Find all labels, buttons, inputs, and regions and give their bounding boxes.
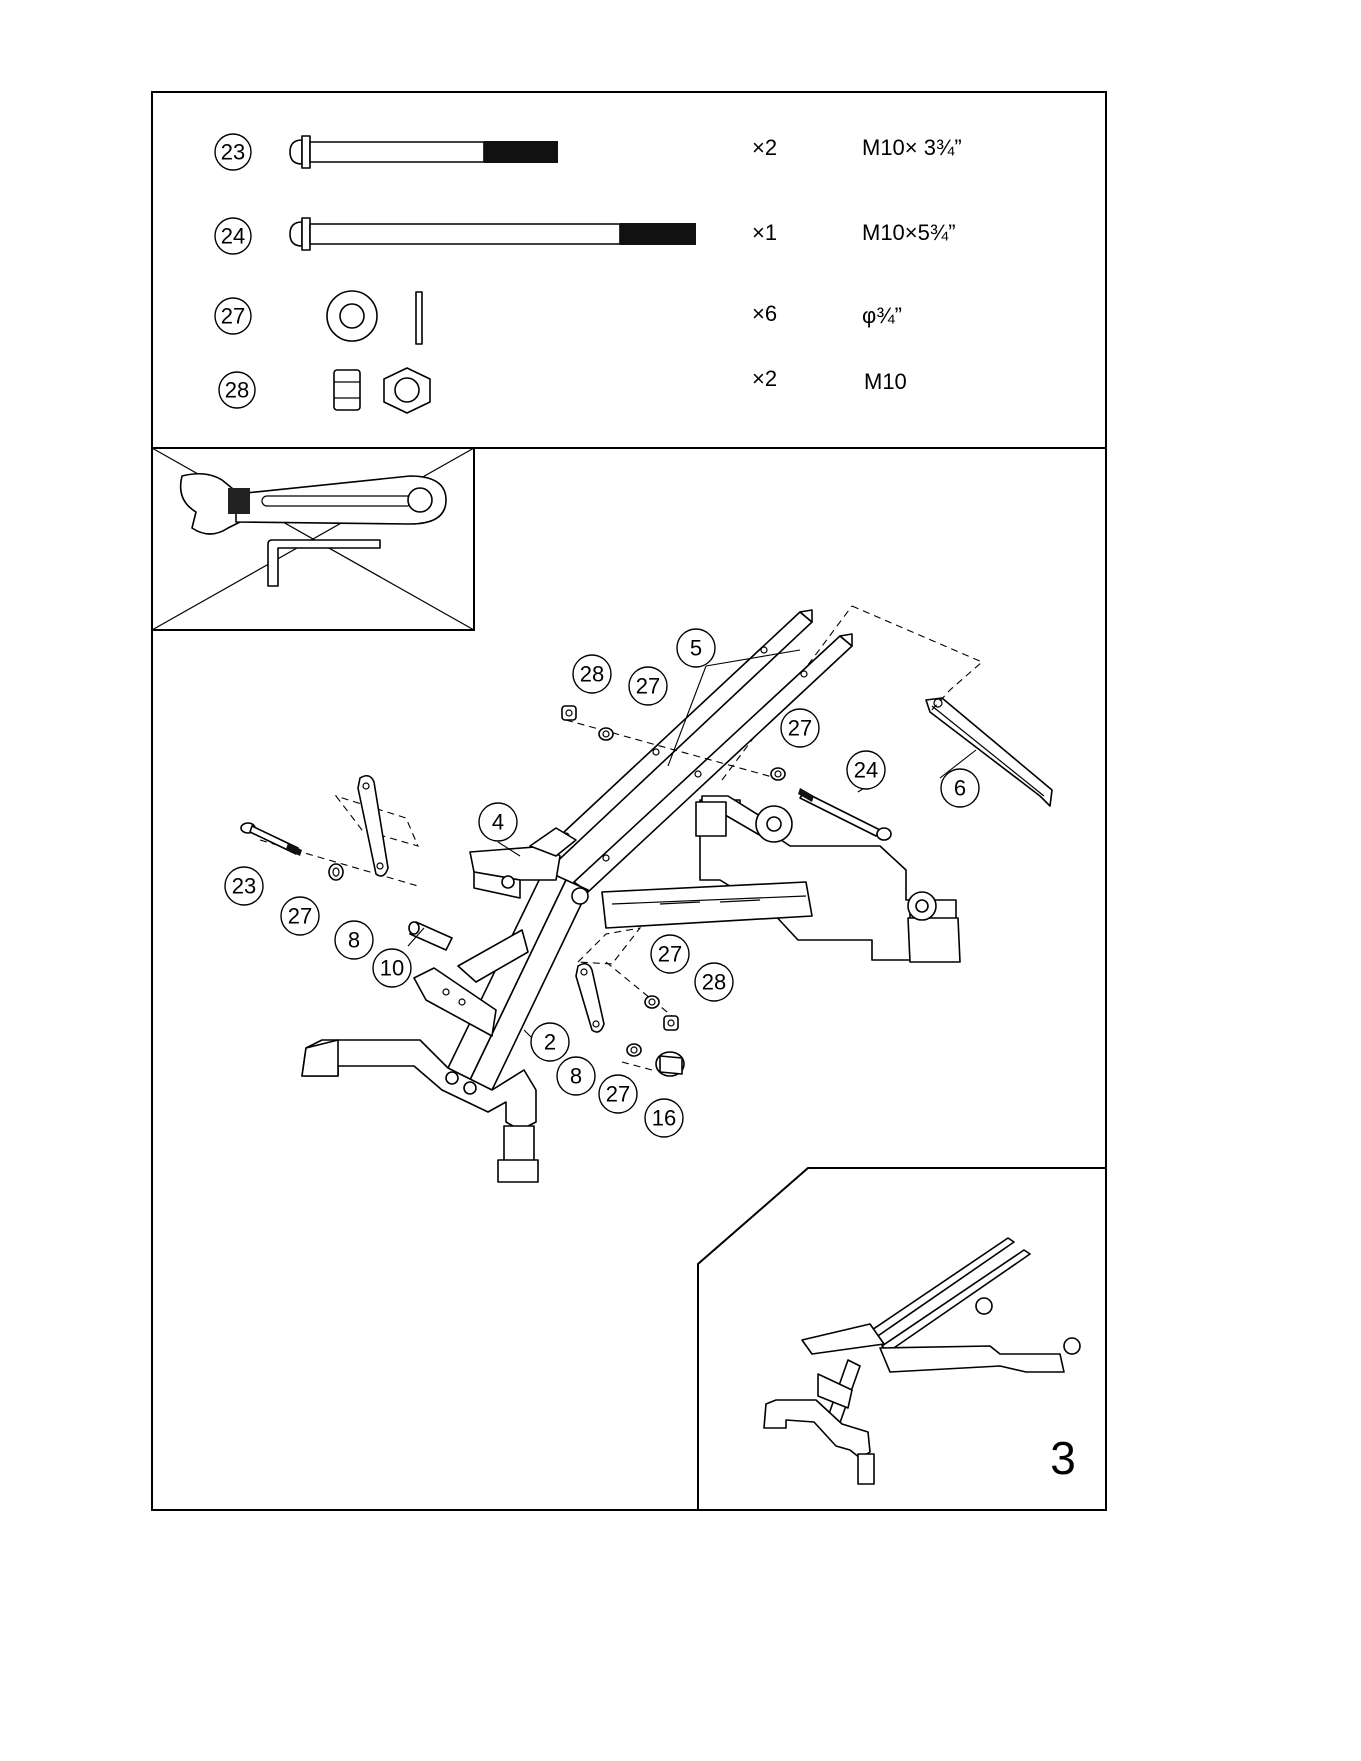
callout-28: 28 (695, 963, 733, 1001)
svg-text:27: 27 (658, 942, 682, 967)
part-number-badge: 28 (219, 372, 255, 408)
adjustable-wrench-icon (181, 474, 446, 534)
svg-text:8: 8 (570, 1064, 582, 1089)
svg-text:27: 27 (606, 1082, 630, 1107)
washer-part (645, 996, 659, 1008)
size: M10×5¾” (862, 220, 956, 245)
callout-5: 5 (677, 629, 715, 667)
nut-part (664, 1016, 678, 1030)
hardware-row: 27 ×6 φ¾” (215, 291, 902, 344)
quantity: ×1 (752, 220, 777, 245)
tools-box (152, 448, 474, 630)
callout-27: 27 (281, 897, 319, 935)
svg-text:2: 2 (544, 1030, 556, 1055)
svg-text:24: 24 (854, 758, 878, 783)
washer-part (627, 1044, 641, 1056)
svg-text:27: 27 (288, 904, 312, 929)
hardware-row: 23 ×2 M10× 3¾” (215, 134, 962, 170)
svg-text:28: 28 (702, 970, 726, 995)
assembled-inset: 3 (698, 1168, 1106, 1510)
washer-icon (327, 291, 422, 344)
pin-part (409, 922, 452, 950)
size: M10× 3¾” (862, 135, 962, 160)
part-number: 27 (221, 304, 245, 329)
hardware-row: 28 ×2 M10 (219, 366, 907, 413)
callout-27: 27 (629, 667, 667, 705)
svg-text:6: 6 (954, 776, 966, 801)
part-number: 28 (225, 378, 249, 403)
callout-8: 8 (335, 921, 373, 959)
link-plate-part (358, 776, 388, 876)
part-number-badge: 23 (215, 134, 251, 170)
part-number: 24 (221, 224, 245, 249)
assembled-bench-thumbnail (764, 1238, 1080, 1484)
svg-text:27: 27 (788, 716, 812, 741)
size: φ¾” (862, 303, 902, 328)
washer-part (329, 864, 343, 880)
part-number: 23 (221, 140, 245, 165)
svg-text:8: 8 (348, 928, 360, 953)
nut-icon (334, 368, 430, 413)
link-plate-part (576, 964, 604, 1032)
allen-key-icon (268, 540, 380, 586)
exploded-view: 28 27 5 27 24 6 4 23 27 8 10 27 28 2 8 2… (225, 606, 1052, 1182)
size: M10 (864, 369, 907, 394)
callout-24: 24 (847, 751, 885, 789)
callout-2: 2 (531, 1023, 569, 1061)
knob-part (656, 1052, 684, 1076)
quantity: ×2 (752, 366, 777, 391)
callout-4: 4 (479, 803, 517, 841)
callout-10: 10 (373, 949, 411, 987)
svg-text:28: 28 (580, 662, 604, 687)
hardware-list: 23 ×2 M10× 3¾” 24 ×1 M1 (215, 134, 962, 413)
quantity: ×6 (752, 301, 777, 326)
part-number-badge: 27 (215, 298, 251, 334)
callout-8: 8 (557, 1057, 595, 1095)
bolt-23-part (241, 823, 302, 856)
svg-text:16: 16 (652, 1106, 676, 1131)
callout-27: 27 (651, 935, 689, 973)
svg-text:27: 27 (636, 674, 660, 699)
alignment-line (622, 1062, 652, 1070)
alignment-line (578, 928, 640, 964)
step-number: 3 (1050, 1432, 1076, 1484)
hardware-row: 24 ×1 M10×5¾” (215, 218, 956, 254)
callout-23: 23 (225, 867, 263, 905)
callout-6: 6 (941, 769, 979, 807)
quantity: ×2 (752, 135, 777, 160)
part-number-badge: 24 (215, 218, 251, 254)
washer-part (771, 768, 785, 780)
bolt-long-icon (290, 218, 696, 250)
callout-28: 28 (573, 655, 611, 693)
callout-27: 27 (781, 709, 819, 747)
svg-text:10: 10 (380, 956, 404, 981)
bolt-short-icon (290, 136, 558, 168)
alignment-line (852, 606, 982, 712)
callout-27: 27 (599, 1075, 637, 1113)
nut-part (562, 706, 576, 720)
svg-text:23: 23 (232, 874, 256, 899)
bolt-24-part (798, 788, 891, 840)
svg-text:4: 4 (492, 810, 504, 835)
washer-part (599, 728, 613, 740)
svg-text:5: 5 (690, 636, 702, 661)
callout-16: 16 (645, 1099, 683, 1137)
